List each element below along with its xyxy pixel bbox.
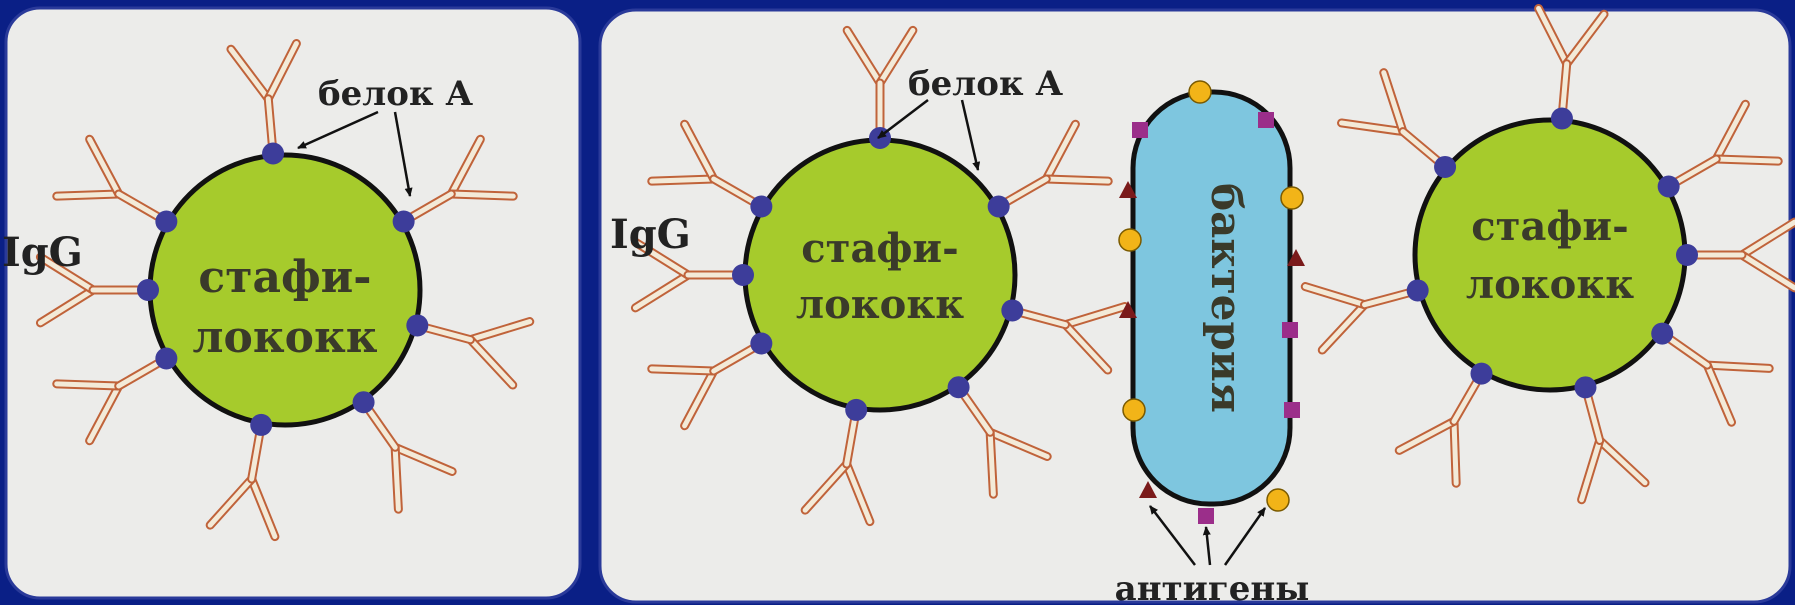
staph2-protein-a-dot: [1574, 376, 1596, 398]
staph1-protein-a-dot: [750, 196, 772, 218]
left-staph-label-line2: лококк: [192, 312, 377, 363]
right-igg-label: IgG: [610, 211, 691, 258]
antigen-circle: [1267, 489, 1289, 511]
antigen-circle: [1189, 81, 1211, 103]
left-protein-a-label: белок А: [318, 74, 473, 114]
staph-1-label-line2: лококк: [796, 281, 964, 328]
left-protein-a-dot: [353, 391, 375, 413]
left-igg-label: IgG: [2, 229, 83, 276]
staph1-protein-a-dot: [948, 376, 970, 398]
bacterium-label: бактерия: [1202, 183, 1251, 413]
staph2-protein-a-dot: [1651, 323, 1673, 345]
left-panel: стафи- лококк IgG белок А: [2, 8, 580, 598]
staph-2-label-line2: лококк: [1466, 261, 1634, 308]
right-panel: стафи- лококк стафи- лококк бактерия IgG…: [600, 8, 1795, 605]
left-protein-a-dot: [262, 143, 284, 165]
antigens-label: антигены: [1115, 569, 1310, 605]
staph2-protein-a-dot: [1676, 244, 1698, 266]
staph-cell-2: [1415, 120, 1685, 390]
staph1-protein-a-dot: [732, 264, 754, 286]
staph-1-label-line1: стафи-: [801, 225, 958, 272]
staph1-protein-a-dot: [1001, 299, 1023, 321]
antigen-square: [1282, 322, 1298, 338]
antigen-square: [1258, 112, 1274, 128]
antigen-circle: [1281, 187, 1303, 209]
staph-2-label-line1: стафи-: [1471, 203, 1628, 250]
staph2-protein-a-dot: [1551, 108, 1573, 130]
antigen-square: [1284, 402, 1300, 418]
antigen-square: [1198, 508, 1214, 524]
staph1-protein-a-dot: [988, 196, 1010, 218]
staph2-protein-a-dot: [1407, 279, 1429, 301]
left-protein-a-dot: [393, 211, 415, 233]
left-protein-a-dot: [137, 279, 159, 301]
staph2-protein-a-dot: [1658, 176, 1680, 198]
left-protein-a-dot: [155, 211, 177, 233]
staph1-protein-a-dot: [750, 333, 772, 355]
antigen-circle: [1119, 229, 1141, 251]
left-protein-a-dot: [406, 314, 428, 336]
antigen-circle: [1123, 399, 1145, 421]
staph-cell-1: [745, 140, 1015, 410]
left-protein-a-dot: [250, 414, 272, 436]
left-staph-label-line1: стафи-: [198, 252, 371, 303]
antigen-square: [1132, 122, 1148, 138]
right-protein-a-label: белок А: [908, 64, 1063, 104]
staph2-protein-a-dot: [1471, 363, 1493, 385]
staph1-protein-a-dot: [845, 399, 867, 421]
left-protein-a-dot: [155, 348, 177, 370]
staph2-protein-a-dot: [1434, 156, 1456, 178]
